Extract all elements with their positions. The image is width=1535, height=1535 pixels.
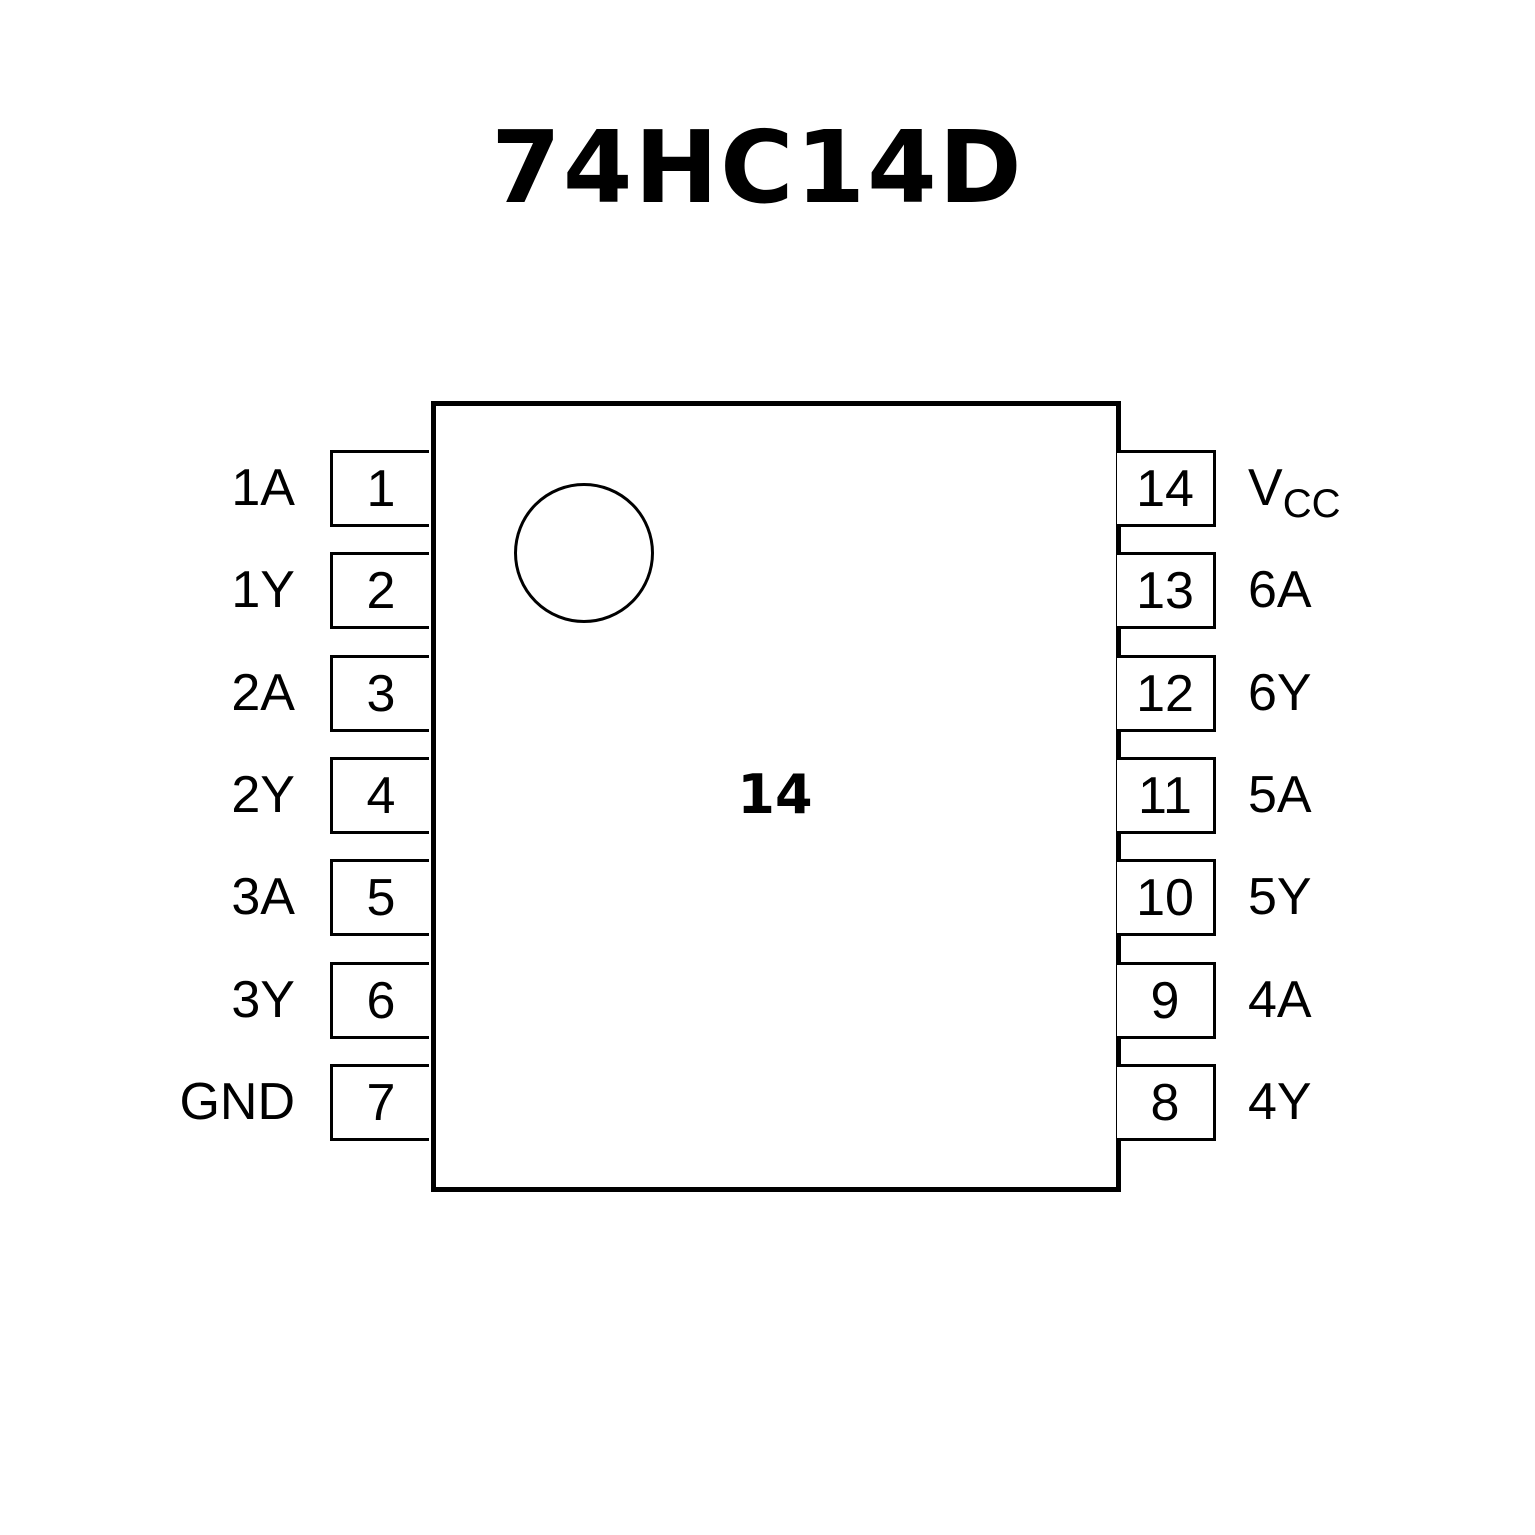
right-pin-8: 8 <box>1117 1063 1216 1141</box>
pin-label: 5Y <box>1248 861 1312 933</box>
right-pin-9: 9 <box>1117 961 1216 1039</box>
pin-name: 4Y <box>1248 1072 1312 1131</box>
chip-title: 74HC14D <box>491 109 1024 226</box>
pin-name: 3A <box>231 868 295 927</box>
pin-name: 1Y <box>231 561 295 620</box>
pin-label: 2Y <box>231 759 295 831</box>
left-pin-5: 5 <box>330 859 429 937</box>
pin-label: 3Y <box>231 964 295 1036</box>
left-pin-1: 1 <box>330 450 429 527</box>
pin-label: GND <box>179 1066 295 1138</box>
pin-label: VCC <box>1248 452 1340 540</box>
pin-name: 5A <box>1248 765 1312 824</box>
pin-name: 6Y <box>1248 663 1312 722</box>
pin-name-subscript: CC <box>1282 482 1341 526</box>
pin-name: 2A <box>231 663 295 722</box>
left-pin-3: 3 <box>330 654 429 732</box>
pin-name: 1A <box>231 459 295 517</box>
left-pin-2: 2 <box>330 552 429 630</box>
right-pin-10: 10 <box>1117 859 1216 937</box>
pin-name: 3Y <box>231 970 295 1029</box>
pin-label: 3A <box>231 861 295 933</box>
pin-name: 5Y <box>1248 868 1312 927</box>
left-pin-6: 6 <box>330 961 429 1039</box>
pin-label: 1Y <box>231 554 295 626</box>
right-pin-13: 13 <box>1117 552 1216 630</box>
pin-name: 6A <box>1248 561 1312 620</box>
pin-label: 6A <box>1248 554 1312 626</box>
pin1-notch-marker <box>514 483 654 623</box>
pin-label: 5A <box>1248 759 1312 831</box>
pin-count-label: 14 <box>737 763 813 826</box>
pin-name: GND <box>179 1072 295 1131</box>
pin-name: 2Y <box>231 765 295 824</box>
right-pin-14: 14 <box>1117 450 1216 527</box>
right-pin-11: 11 <box>1117 756 1216 834</box>
pin-name: V <box>1248 459 1283 517</box>
pin-label: 6Y <box>1248 657 1312 729</box>
left-pin-7: 7 <box>330 1063 429 1141</box>
left-pin-4: 4 <box>330 756 429 834</box>
pin-label: 4A <box>1248 964 1312 1036</box>
pin-label: 1A <box>231 452 295 524</box>
pin-label: 2A <box>231 657 295 729</box>
right-pin-12: 12 <box>1117 654 1216 732</box>
pin-name: 4A <box>1248 970 1312 1029</box>
pin-label: 4Y <box>1248 1066 1312 1138</box>
